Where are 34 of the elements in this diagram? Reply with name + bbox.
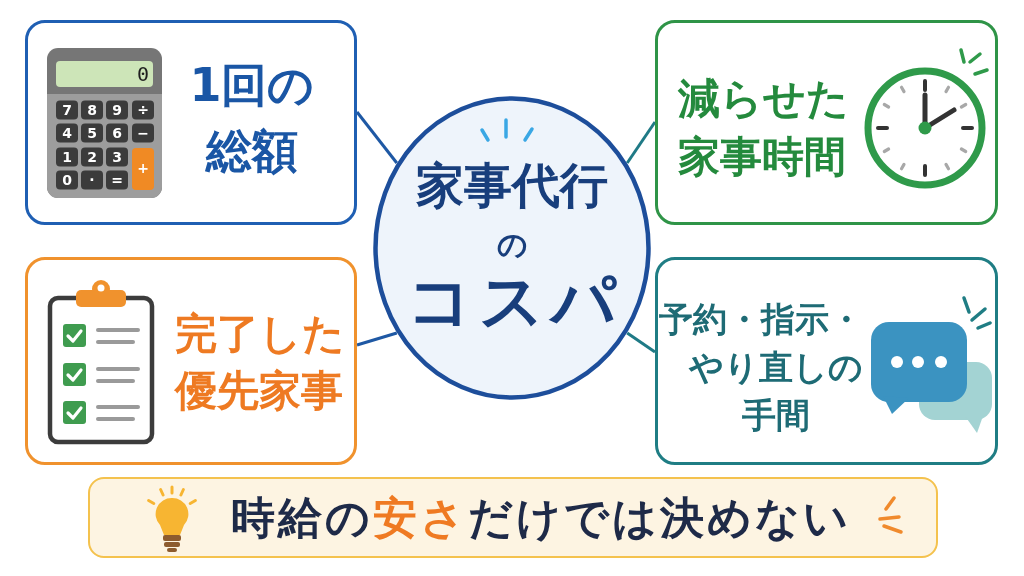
key-label: 0 — [62, 173, 72, 187]
key-label: 1 — [62, 150, 72, 164]
card-title: 予約・指示・やり直しの手間 — [658, 298, 864, 437]
card-title: 減らせた家事時間 — [678, 73, 850, 183]
key-label: + — [137, 161, 149, 175]
key-label: 3 — [112, 150, 122, 164]
topic-card — [25, 257, 357, 465]
connector-line — [355, 111, 398, 164]
topic-card — [655, 257, 998, 465]
banner-text: 時給の安さだけでは決めない — [230, 490, 851, 545]
message-banner — [88, 477, 938, 558]
connector-line — [625, 121, 657, 164]
key-label: 9 — [112, 103, 122, 117]
card-title: 1回の総額 — [188, 57, 316, 180]
key-label: − — [137, 126, 149, 140]
display-digit: 0 — [137, 64, 149, 84]
card-title: 完了した優先家事 — [175, 308, 346, 417]
circle-title: コスパ — [407, 264, 623, 338]
topic-card — [25, 20, 357, 225]
key-label: 5 — [87, 126, 97, 140]
connector-line — [356, 331, 398, 347]
key-label: ÷ — [137, 103, 149, 117]
key-label: = — [111, 173, 123, 187]
connector-line — [626, 331, 656, 354]
circle-title: の — [496, 226, 528, 264]
key-label: 8 — [87, 103, 97, 117]
key-label: · — [89, 173, 95, 187]
central-circle — [373, 96, 651, 400]
key-label: 6 — [112, 126, 122, 140]
key-label: 7 — [62, 103, 72, 117]
key-label: 4 — [62, 126, 72, 140]
key-label: 2 — [87, 150, 97, 164]
topic-card — [655, 20, 998, 225]
circle-title: 家事代行 — [416, 156, 608, 214]
